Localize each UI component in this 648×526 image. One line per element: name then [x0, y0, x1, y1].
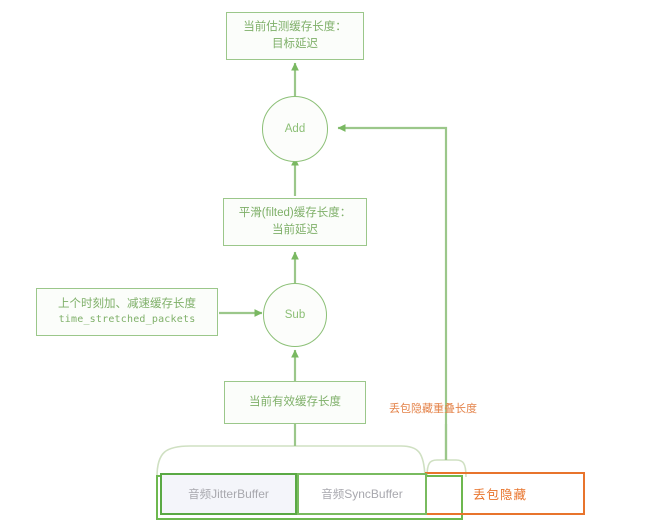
buffer-syncbuffer-en: SyncBuffer: [344, 487, 403, 501]
operator-sub: Sub: [263, 283, 327, 347]
node-target-delay: 当前估测缓存长度： 目标延迟: [226, 12, 364, 60]
label-plc-overlap-length: 丢包隐藏重叠长度: [389, 403, 477, 415]
plc-box: 丢包隐藏: [425, 472, 585, 515]
node-current-effective-label: 当前有效缓存长度: [249, 396, 341, 409]
plc-box-label: 丢包隐藏: [472, 488, 527, 502]
buffer-jitterbuffer-en: JitterBuffer: [211, 487, 269, 501]
operator-add: Add: [262, 96, 328, 162]
buffer-syncbuffer-cn: 音频: [321, 489, 345, 501]
buffer-jitterbuffer-cn: 音频: [188, 489, 212, 501]
operator-add-label: Add: [284, 122, 306, 135]
node-target-delay-line2: 目标延迟: [272, 38, 318, 50]
node-filtered-line1: 平滑(filted)缓存长度：: [238, 207, 352, 220]
node-time-stretched-packets: 上个时刻加、减速缓存长度 time_stretched_packets: [36, 288, 218, 336]
node-time-stretched-line2: time_stretched_packets: [58, 314, 196, 326]
node-target-delay-line1: 当前估测缓存长度：: [243, 21, 347, 34]
node-time-stretched-line1: 上个时刻加、减速缓存长度: [58, 298, 196, 311]
operator-sub-label: Sub: [284, 308, 306, 321]
node-current-effective-length: 当前有效缓存长度: [224, 381, 366, 424]
node-filtered-buffer-length: 平滑(filted)缓存长度： 当前延迟: [223, 198, 367, 246]
node-filtered-line2: 当前延迟: [272, 224, 318, 236]
